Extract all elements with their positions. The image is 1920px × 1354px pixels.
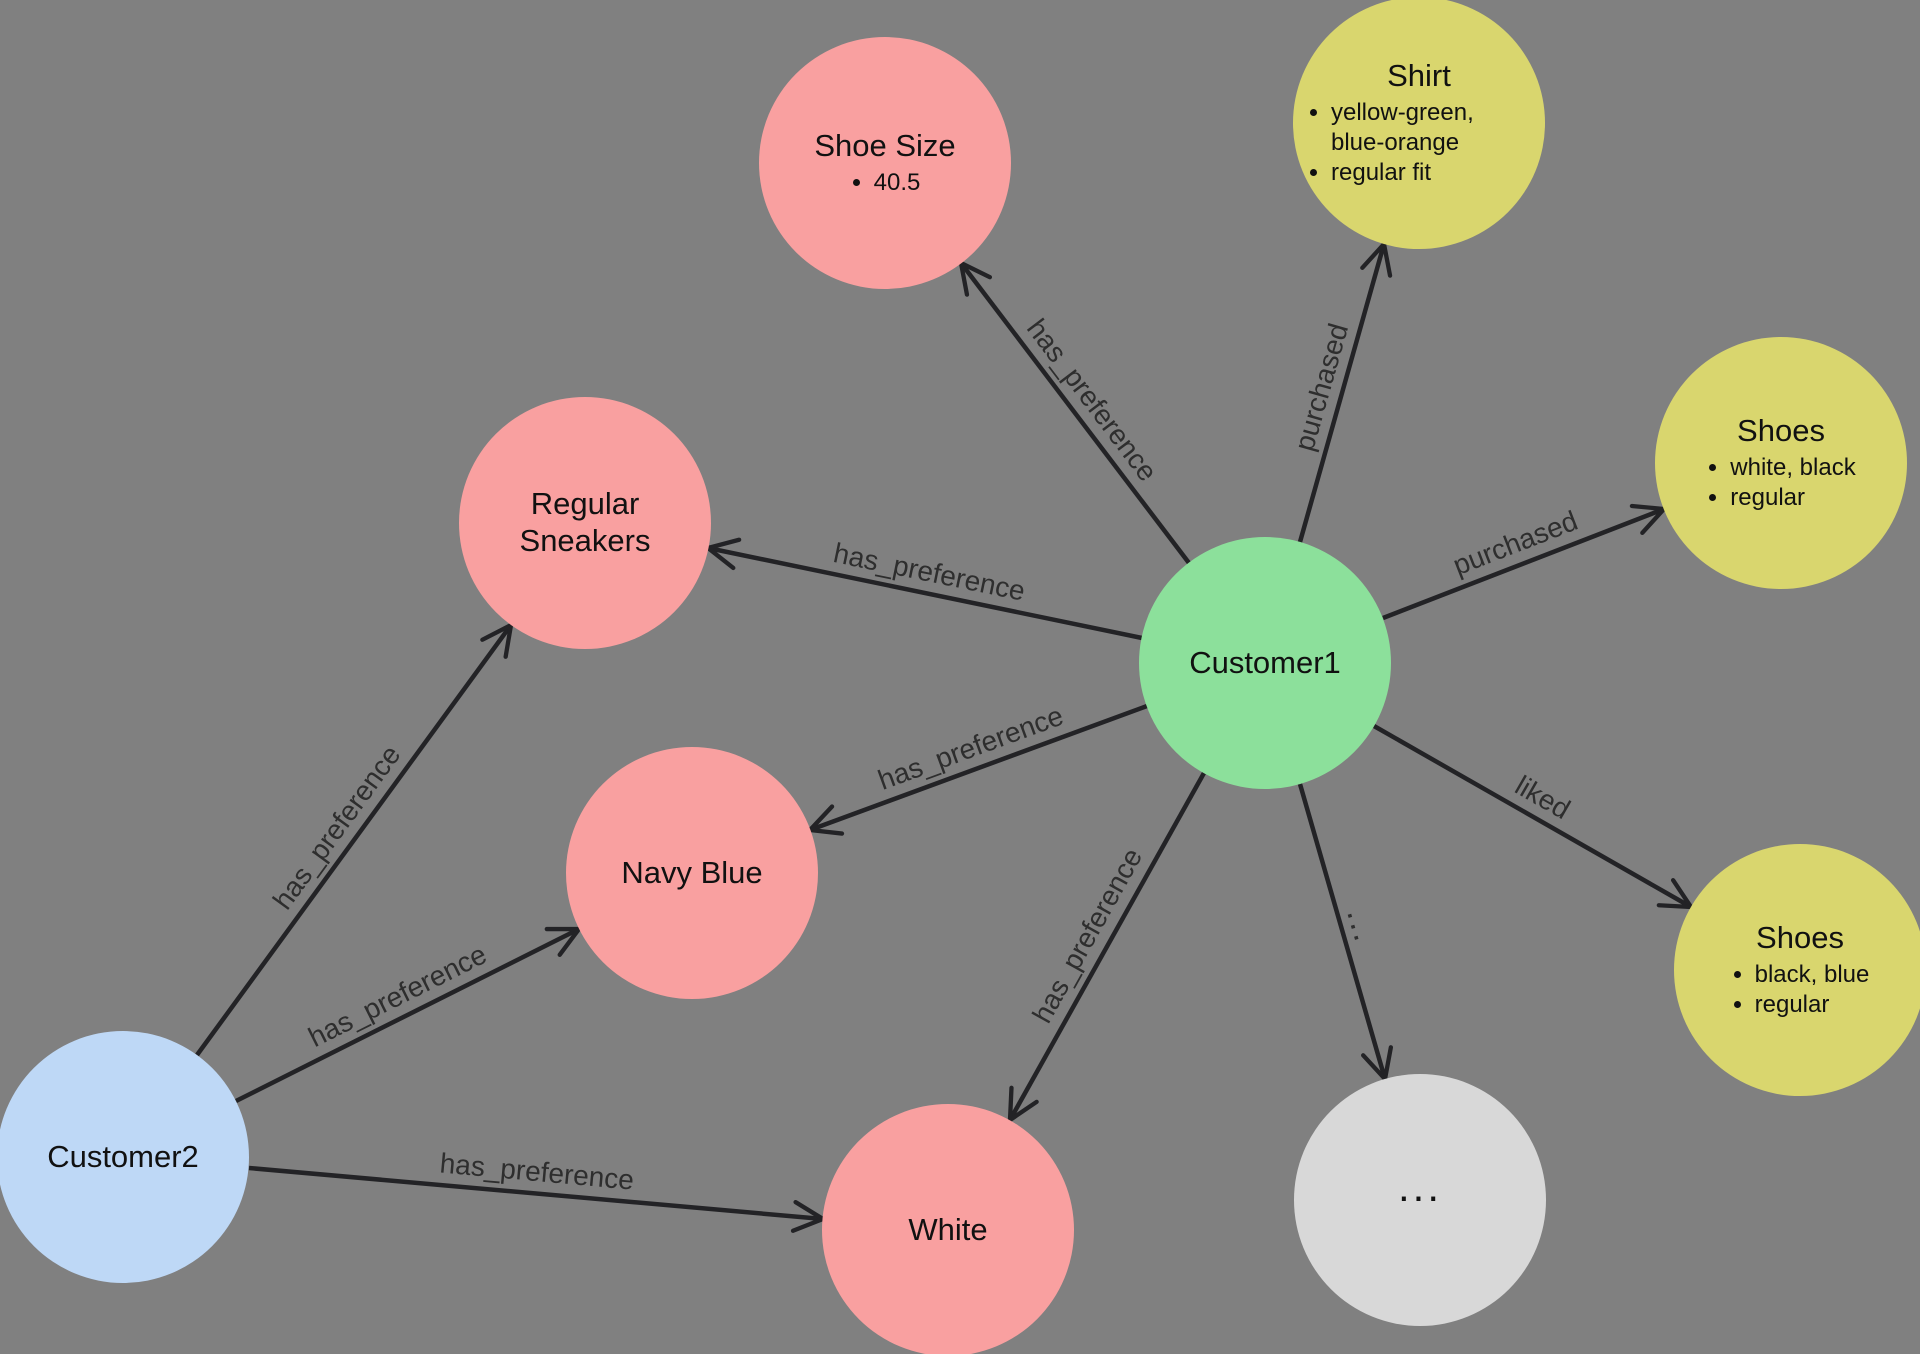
node-title: Shoes [1756, 919, 1844, 955]
node-title: Customer1 [1189, 644, 1341, 680]
edge-customer2-white [248, 1165, 823, 1219]
node-customer1[interactable]: Customer1 [1139, 537, 1391, 789]
node-property: regular fit [1331, 158, 1531, 188]
edge-customer1-regular-sneakers [708, 548, 1143, 641]
node-ellipsis[interactable]: ... [1294, 1074, 1546, 1326]
node-property: 40.5 [874, 168, 921, 198]
node-property: regular [1730, 483, 1855, 513]
edge-labels: has_preference purchased purchased has_p… [267, 313, 1582, 1196]
edge-label: has_preference [303, 938, 491, 1053]
edge-customer2-regular-sneakers [195, 625, 511, 1057]
edge-customer1-shoe-size [961, 263, 1191, 565]
node-title: ... [1397, 1163, 1442, 1211]
node-property: black, blue [1755, 960, 1870, 990]
edge-customer2-navy-blue [234, 929, 579, 1104]
node-title: Shoes [1737, 412, 1825, 448]
edge-customer1-shirt [1297, 244, 1384, 543]
node-shoes-liked[interactable]: Shoes black, blue regular [1674, 844, 1920, 1096]
edge-label: has_preference [831, 537, 1028, 606]
node-white[interactable]: White [822, 1104, 1074, 1354]
node-property: regular [1755, 990, 1870, 1020]
edge-customer1-navy-blue [810, 703, 1148, 830]
node-shirt[interactable]: Shirt yellow-green, blue-orange regular … [1293, 0, 1545, 249]
node-shoe-size[interactable]: Shoe Size 40.5 [759, 37, 1011, 289]
edge-lines [195, 244, 1691, 1219]
node-properties: black, blue regular [1731, 960, 1870, 1020]
edge-label: purchased [1449, 505, 1582, 581]
node-title: White [908, 1211, 988, 1247]
node-title: Regular Sneakers [519, 486, 651, 558]
node-customer2[interactable]: Customer2 [0, 1031, 249, 1283]
node-regular-sneakers[interactable]: Regular Sneakers [459, 397, 711, 649]
edge-customer1-shoes-liked [1372, 724, 1691, 907]
edge-label: liked [1510, 770, 1575, 826]
node-title: Customer2 [47, 1138, 199, 1174]
node-title: Shirt [1387, 57, 1451, 93]
edge-label: has_preference [267, 740, 407, 915]
node-property: white, black [1730, 453, 1855, 483]
edge-label: has_preference [1026, 843, 1148, 1028]
node-title: Navy Blue [621, 854, 763, 890]
edge-customer1-shoes-purchased [1382, 509, 1664, 621]
node-properties: white, black regular [1706, 453, 1855, 513]
node-navy-blue[interactable]: Navy Blue [566, 747, 818, 999]
node-property: yellow-green, blue-orange [1331, 98, 1531, 158]
node-properties: 40.5 [850, 168, 921, 198]
node-title: Shoe Size [814, 127, 956, 163]
node-shoes-purchased[interactable]: Shoes white, black regular [1655, 337, 1907, 589]
edge-label: has_preference [1021, 313, 1163, 487]
edge-customer1-white [1010, 771, 1206, 1120]
edge-customer1-ellipsis [1297, 783, 1385, 1079]
node-properties: yellow-green, blue-orange regular fit [1307, 98, 1531, 188]
